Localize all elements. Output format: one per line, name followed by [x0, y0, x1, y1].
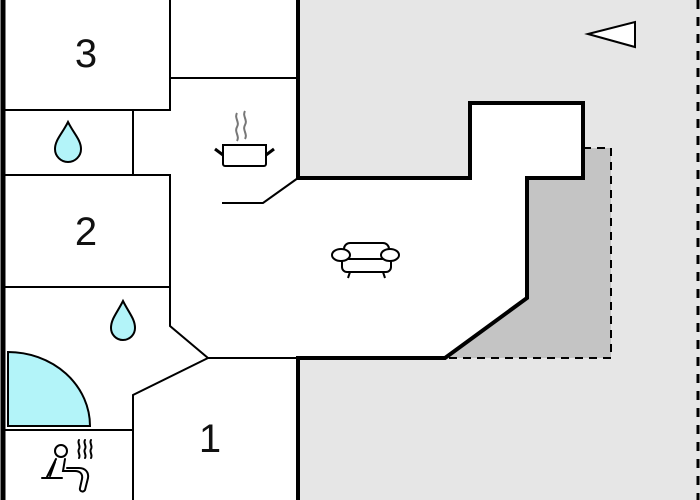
water-drop-icon: [109, 298, 137, 341]
shower-corner-icon: [7, 350, 92, 427]
sauna-icon: [41, 439, 93, 493]
bedroom-2-wall: [3, 174, 171, 288]
bedroom-3-wall: [3, 0, 171, 111]
room-label-3: 3: [75, 32, 97, 76]
kitchen-counter: [222, 177, 299, 204]
room-label-2: 2: [75, 210, 97, 254]
bedroom-1-wall: [132, 357, 209, 500]
sofa-icon: [331, 242, 400, 279]
hall-wall: [169, 287, 298, 359]
room-label-1: 1: [199, 417, 221, 461]
living-room: [298, 103, 583, 358]
cooking-pot-icon: [214, 110, 275, 167]
living-room-wall: [296, 101, 585, 360]
terrace-boundary: [445, 147, 612, 359]
water-drop-icon: [53, 119, 83, 163]
north-arrow-icon: [584, 20, 636, 49]
